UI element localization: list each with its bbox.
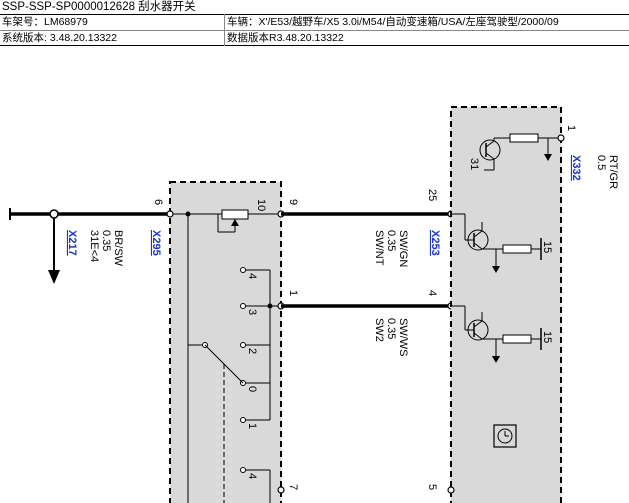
contact-4b-label: 4 [246,473,258,479]
module-pin-4-label: 4 [426,290,438,296]
left-arrow-down-icon [48,270,60,284]
right-wire-color: RT/GR [607,155,619,189]
connector-x295-link[interactable]: X295 [150,230,162,256]
potentiometer-icon [221,209,249,220]
contact-4-label: 4 [246,273,258,279]
contact-0-label: 0 [246,386,258,392]
connector-x253-link[interactable]: X253 [429,230,441,256]
contact-1-label: 1 [246,423,258,429]
data-version: 数据版本R3.48.20.13322 [227,32,344,44]
header-column-divider [224,14,225,46]
transistor-top-icon [479,139,501,161]
control-module-box [447,106,565,503]
module-pin-25-label: 25 [426,189,438,201]
supply-15a-label: 15 [541,241,553,253]
supply-15b-label: 15 [541,331,553,343]
header-divider [0,14,629,15]
pin-1-label: 1 [287,290,299,296]
pin-6-label: 6 [152,199,164,205]
right-wire-labels: X332 0.5 RT/GR [570,155,619,189]
left-wire-gauge: 0.35 [100,230,112,251]
module-pin-labels: 25 4 5 1 31 15 15 [426,125,577,490]
wire-color-swgn: SW/GN [397,230,409,267]
wire-gauge-top: 0.35 [385,230,397,251]
wire-gauge-bottom: 0.35 [385,318,397,339]
right-wire-gauge: 0.5 [595,155,607,170]
wire-color-swws: SW/WS [397,318,409,357]
timer-icon [493,424,517,448]
pin-10-label: 10 [255,199,267,211]
frame-number: 车架号：LM68979 [2,16,88,28]
vehicle-info: 车辆：X'/E53/越野车/X5 3.0i/M54/自动变速箱/USA/左座驾驶… [227,16,559,28]
wire-signal-swnt: SW/NT [373,230,385,266]
ground-31-label: 31 [468,158,480,170]
left-wire-labels: X217 31E<4 0.35 BR/SW X295 [66,230,162,267]
module-pin-1-label: 1 [565,125,577,131]
contact-3-label: 3 [246,309,258,315]
wire-signal-sw2: SW2 [373,318,385,342]
connector-x217-link[interactable]: X217 [66,230,78,256]
connector-x332-link[interactable]: X332 [570,155,582,181]
document-title: SSP-SSP-SP0000012628 刮水器开关 [2,1,196,13]
left-pin-code: 31E<4 [88,230,100,262]
middle-wire-labels: SW/NT 0.35 SW/GN X253 SW2 0.35 SW/WS [373,230,441,357]
switch-pin-labels: 6 10 9 1 7 4 3 2 0 1 4 [152,199,299,490]
left-ground-connection [9,208,170,284]
header-bottom-border [0,45,629,46]
header-row-divider [0,30,629,31]
document-header: SSP-SSP-SP0000012628 刮水器开关 车架号：LM68979 车… [0,0,629,46]
system-version: 系统版本: 3.48.20.13322 [2,32,117,44]
left-wire-color: BR/SW [112,230,124,267]
contact-2-label: 2 [246,348,258,354]
wiper-switch-box [166,181,285,503]
pin-9-label: 9 [287,199,299,205]
module-pin-5-label: 5 [426,484,438,490]
pin-7-label: 7 [287,484,299,490]
